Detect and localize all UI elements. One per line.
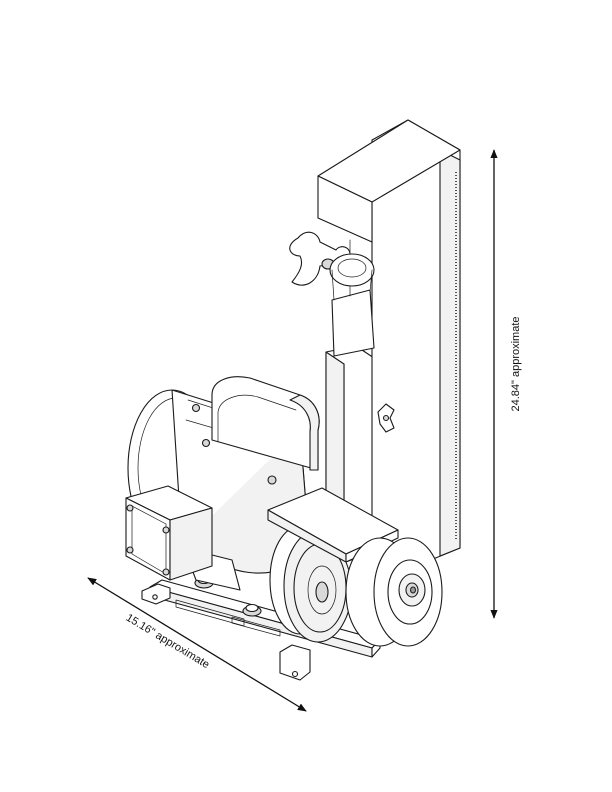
height-dimension-label: 24.84" approximate — [510, 316, 522, 411]
belt-frame — [317, 119, 461, 585]
tracking-knob[interactable] — [377, 403, 395, 433]
junction-box — [125, 485, 213, 581]
capacitor-housing — [191, 376, 320, 485]
tension-knob[interactable] — [289, 231, 375, 301]
height-dimension: 24.84" approximate — [490, 149, 522, 619]
width-dimension-label: 15.16" approximate — [124, 612, 212, 671]
width-dimension-line — [87, 577, 307, 712]
contact-wheel — [345, 537, 443, 647]
